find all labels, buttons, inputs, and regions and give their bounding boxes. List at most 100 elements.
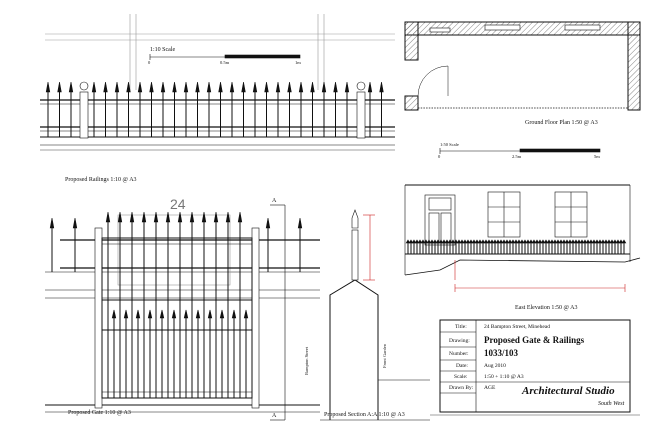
finial xyxy=(582,239,588,244)
finial xyxy=(603,239,609,244)
finial xyxy=(72,217,78,229)
tb-title-value: 24 Bampton Street, Minehead xyxy=(484,324,550,330)
finial xyxy=(189,211,195,223)
tb-number-label: Number: xyxy=(449,351,469,357)
tb-drawing-label: Drawing: xyxy=(449,338,470,344)
finial xyxy=(103,81,108,93)
finial xyxy=(159,309,165,319)
plan-scale-bar xyxy=(439,148,601,154)
finial xyxy=(447,239,453,244)
finial xyxy=(507,239,513,244)
finial xyxy=(147,309,153,319)
finial xyxy=(195,81,200,93)
gate-elevation xyxy=(45,204,320,421)
finial xyxy=(522,239,528,244)
finial xyxy=(195,309,201,319)
finial xyxy=(453,239,459,244)
finial xyxy=(105,211,111,223)
finial xyxy=(519,239,525,244)
finial xyxy=(483,239,489,244)
elevation-railings xyxy=(405,239,627,254)
finial xyxy=(600,239,606,244)
finial xyxy=(137,81,143,93)
finial xyxy=(456,239,462,244)
finial xyxy=(606,239,612,244)
finial xyxy=(183,309,189,319)
finial xyxy=(438,239,444,244)
finial xyxy=(531,239,537,244)
finial xyxy=(444,239,450,244)
finial xyxy=(525,239,531,244)
finial xyxy=(405,239,411,244)
finial xyxy=(429,239,435,244)
finial xyxy=(432,239,438,244)
finial xyxy=(564,239,570,244)
finial xyxy=(129,211,135,223)
finial xyxy=(570,239,576,244)
finial xyxy=(183,81,189,93)
finial xyxy=(561,239,567,244)
tb-scale-label: Scale: xyxy=(454,374,468,380)
street-left-label: Bampton Street xyxy=(304,346,309,375)
railings-elevation xyxy=(40,14,395,151)
finial xyxy=(229,81,235,93)
section-aa xyxy=(320,209,430,421)
finial xyxy=(123,309,129,319)
railings-scale-title: 1:10 Scale xyxy=(150,47,176,53)
finial xyxy=(597,239,603,244)
finial xyxy=(333,81,338,93)
title-block-frame xyxy=(430,319,640,416)
finial xyxy=(243,309,249,319)
finial xyxy=(177,211,183,223)
finial xyxy=(411,239,417,244)
finial xyxy=(207,309,213,319)
finial xyxy=(465,239,471,244)
finial xyxy=(474,239,480,244)
finial xyxy=(510,239,516,244)
finial xyxy=(91,81,97,93)
finial xyxy=(612,239,618,244)
finial xyxy=(621,239,627,244)
finial xyxy=(231,309,237,319)
finial xyxy=(471,239,477,244)
finial xyxy=(310,81,315,93)
section-marker-bottom: A xyxy=(272,413,277,419)
tb-title-label: Title: xyxy=(455,324,467,330)
gate-caption: Proposed Gate 1:10 @ A3 xyxy=(68,410,131,416)
finial xyxy=(49,217,55,229)
finial xyxy=(423,239,429,244)
finial xyxy=(558,239,564,244)
finial xyxy=(252,81,258,93)
finial xyxy=(57,81,62,93)
finial xyxy=(344,81,350,93)
finial xyxy=(408,239,414,244)
finial xyxy=(567,239,573,244)
finial xyxy=(201,211,207,223)
finial xyxy=(585,239,591,244)
tb-drawing-value: Proposed Gate & Railings xyxy=(484,335,585,345)
finial xyxy=(480,239,486,244)
finial xyxy=(546,239,552,244)
finial xyxy=(135,309,141,319)
studio-name: Architectural Studio xyxy=(522,385,615,397)
finial xyxy=(501,239,507,244)
finial xyxy=(287,81,292,93)
finial xyxy=(218,81,223,93)
studio-region: South West xyxy=(598,401,625,407)
finial xyxy=(537,239,543,244)
finial xyxy=(540,239,546,244)
finial xyxy=(141,211,147,223)
tb-drawn-value: AGE xyxy=(484,385,496,391)
finial xyxy=(534,239,540,244)
finial xyxy=(516,239,522,244)
finial xyxy=(579,239,585,244)
finial xyxy=(149,81,154,93)
finial xyxy=(114,81,120,93)
finial xyxy=(111,309,117,319)
finial xyxy=(435,239,441,244)
finial xyxy=(297,217,303,229)
gate-house-number: 24 xyxy=(170,196,186,212)
finial xyxy=(264,81,269,93)
finial xyxy=(219,309,225,319)
finial xyxy=(160,81,166,93)
